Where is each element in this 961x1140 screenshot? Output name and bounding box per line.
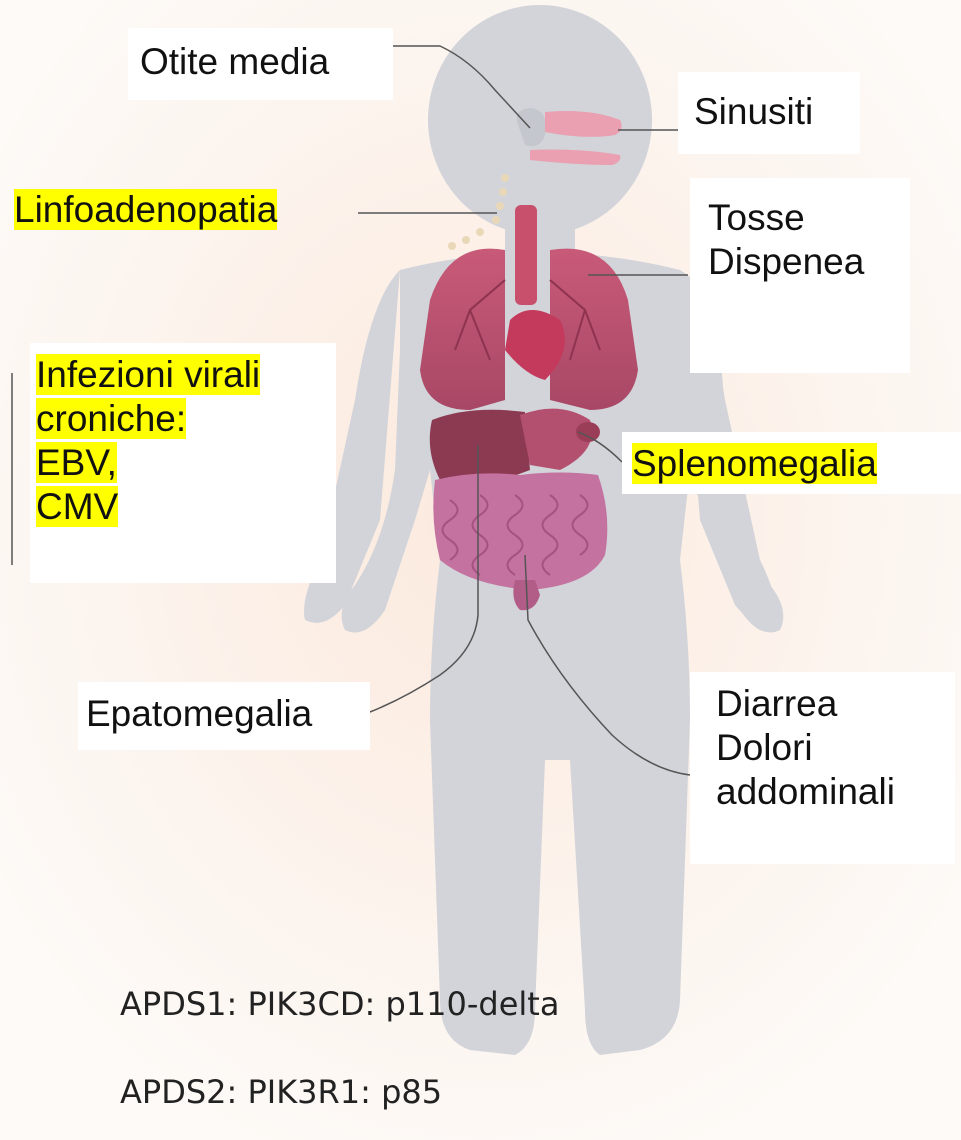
label-diarrea-dolori: Diarrea Dolori addominali — [690, 672, 955, 864]
label-dolori-text: Dolori — [716, 726, 955, 770]
label-sinusiti: Sinusiti — [678, 72, 860, 154]
label-tosse-dispenea: Tosse Dispenea — [690, 178, 910, 373]
label-infezioni-line3: EBV, — [36, 442, 117, 483]
liver — [430, 410, 530, 484]
caption-apds2: APDS2: PIK3R1: p85 — [120, 1073, 442, 1111]
label-otite-text: Otite media — [140, 41, 329, 82]
label-epato-text: Epatomegalia — [86, 693, 312, 734]
label-linfoadenopatia: Linfoadenopatia — [14, 188, 360, 240]
label-epatomegalia: Epatomegalia — [78, 682, 370, 750]
caption-apds1: APDS1: PIK3CD: p110-delta — [120, 985, 559, 1023]
trachea — [515, 205, 537, 305]
label-infezioni-line2: croniche: — [36, 398, 186, 439]
label-sinusiti-text: Sinusiti — [694, 91, 813, 132]
label-infezioni-line1: Infezioni virali — [36, 354, 260, 395]
label-otite-media: Otite media — [128, 28, 393, 100]
label-infezioni-virali: Infezioni virali croniche: EBV, CMV — [30, 343, 336, 583]
label-addominali-text: addominali — [716, 770, 955, 814]
label-dispenea-text: Dispenea — [708, 240, 910, 284]
label-tosse-text: Tosse — [708, 196, 910, 240]
label-diarrea-text: Diarrea — [716, 682, 955, 726]
label-spleno-text: Splenomegalia — [632, 443, 877, 484]
label-infezioni-line4: CMV — [36, 486, 118, 527]
label-linfo-text: Linfoadenopatia — [14, 189, 277, 230]
label-splenomegalia: Splenomegalia — [622, 432, 961, 494]
